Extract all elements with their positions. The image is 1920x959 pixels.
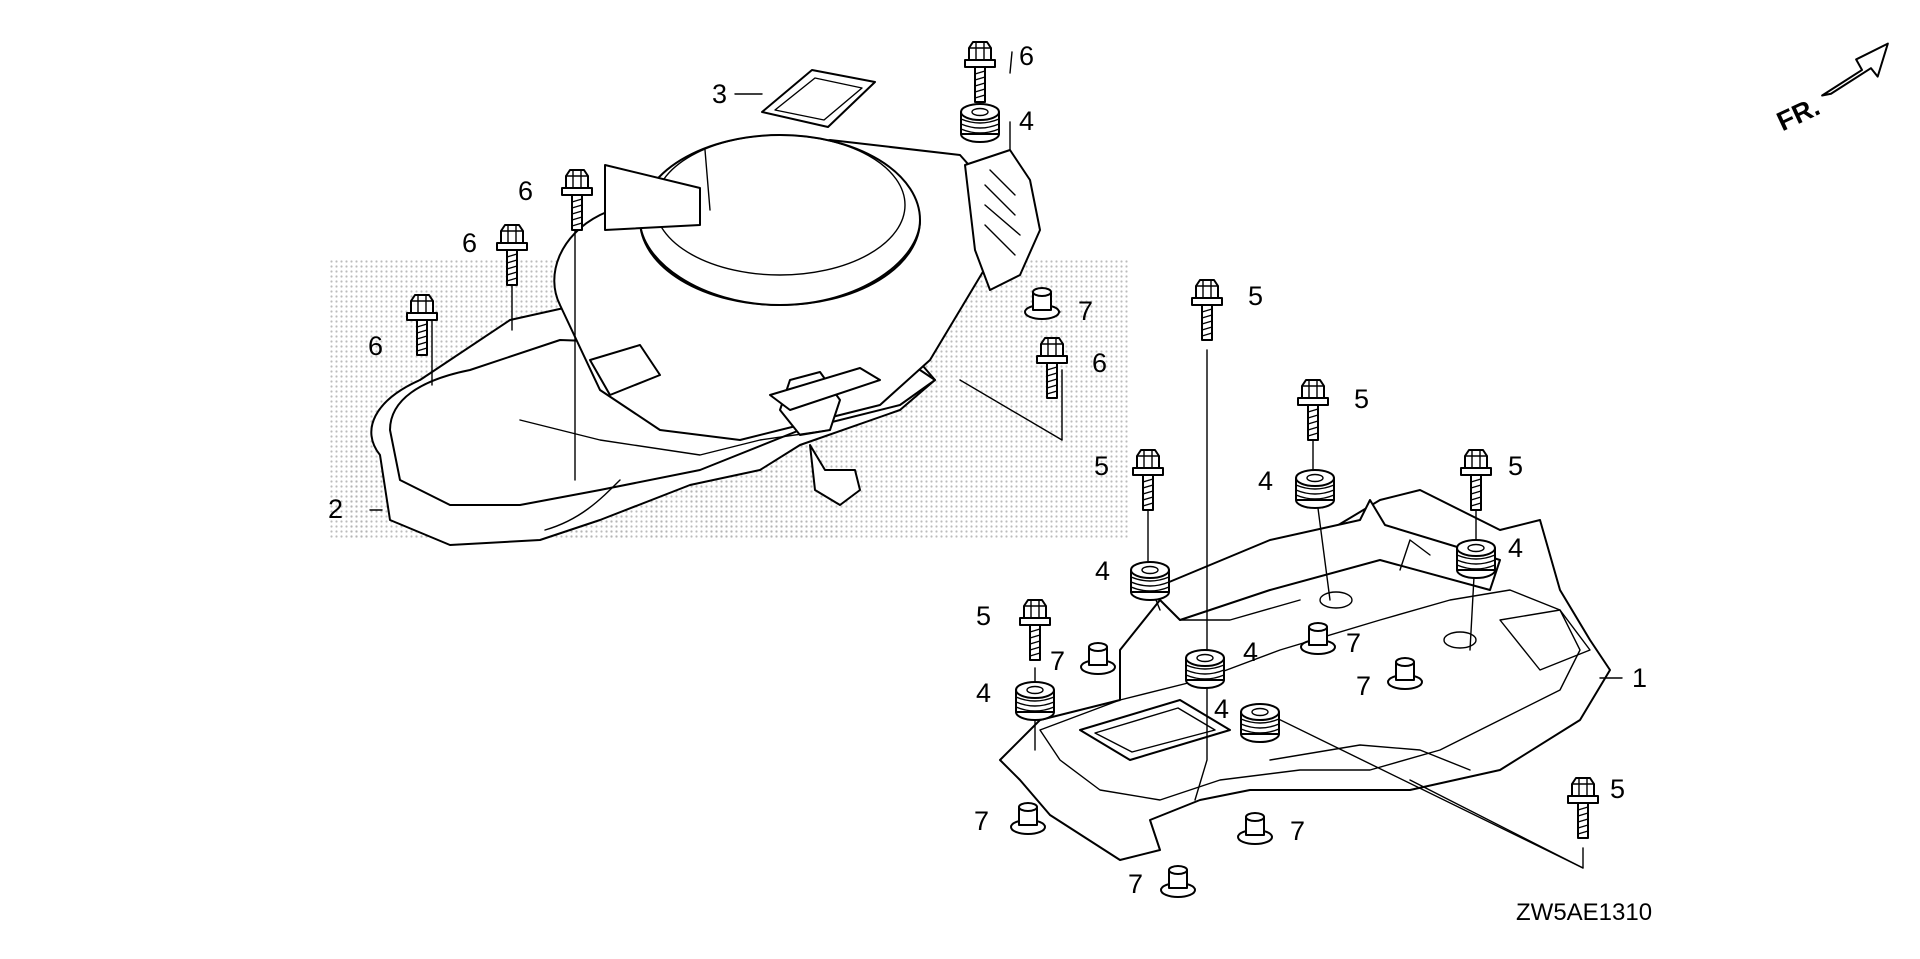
callout-7: 7 [1078, 296, 1093, 326]
collar-7-g [1160, 865, 1196, 898]
bolt-5-b [1297, 379, 1329, 441]
callout-2: 2 [328, 494, 343, 524]
bolt-5-e [1019, 599, 1051, 661]
callout-7: 7 [1128, 869, 1143, 899]
callout-4: 4 [976, 678, 991, 708]
callout-4: 4 [1508, 533, 1523, 563]
callout-3: 3 [712, 79, 727, 109]
collar-7-b [1080, 642, 1116, 675]
callout-6: 6 [462, 228, 477, 258]
callout-5: 5 [1354, 384, 1369, 414]
bolt-6-upper-left [561, 169, 593, 231]
callout-5: 5 [1248, 281, 1263, 311]
callout-7: 7 [974, 806, 989, 836]
callout-5: 5 [1610, 774, 1625, 804]
callout-5: 5 [1508, 451, 1523, 481]
grommet-4-b [1295, 469, 1335, 509]
bolt-5-d [1460, 449, 1492, 511]
part-2-housing [370, 134, 1041, 546]
callout-7: 7 [1050, 646, 1065, 676]
grommet-4-g [1240, 703, 1280, 743]
callout-7: 7 [1346, 628, 1361, 658]
bolt-6-top [964, 41, 996, 103]
callout-4: 4 [1243, 637, 1258, 667]
front-direction-arrow: FR. [1772, 42, 1889, 137]
bolt-5-c [1132, 449, 1164, 511]
bolt-5-f [1567, 777, 1599, 839]
grommet-4-e [1185, 649, 1225, 689]
callout-6: 6 [1092, 348, 1107, 378]
callout-6: 6 [518, 176, 533, 206]
callout-4: 4 [1214, 694, 1229, 724]
grommet-4-f [1015, 681, 1055, 721]
front-direction-label: FR. [1772, 91, 1824, 137]
callout-1: 1 [1632, 663, 1647, 693]
grommet-4-top [960, 103, 1000, 143]
part-3-gasket [761, 69, 876, 128]
collar-7-f [1237, 812, 1273, 845]
callout-7: 7 [1356, 671, 1371, 701]
callout-5: 5 [1094, 451, 1109, 481]
callout-7: 7 [1290, 816, 1305, 846]
callout-6: 6 [1019, 41, 1034, 71]
grommet-4-d [1456, 539, 1496, 579]
callout-4: 4 [1019, 106, 1034, 136]
collar-7-e [1010, 802, 1046, 835]
callout-4: 4 [1258, 466, 1273, 496]
bolt-5-a [1191, 279, 1223, 341]
grommet-4-c [1130, 561, 1170, 601]
callout-5: 5 [976, 601, 991, 631]
callout-4: 4 [1095, 556, 1110, 586]
drawing-code: ZW5AE1310 [1516, 899, 1652, 926]
callouts: 3 6 4 6 6 6 7 6 2 5 5 5 4 5 4 4 5 7 4 7 … [328, 41, 1652, 926]
callout-6: 6 [368, 331, 383, 361]
